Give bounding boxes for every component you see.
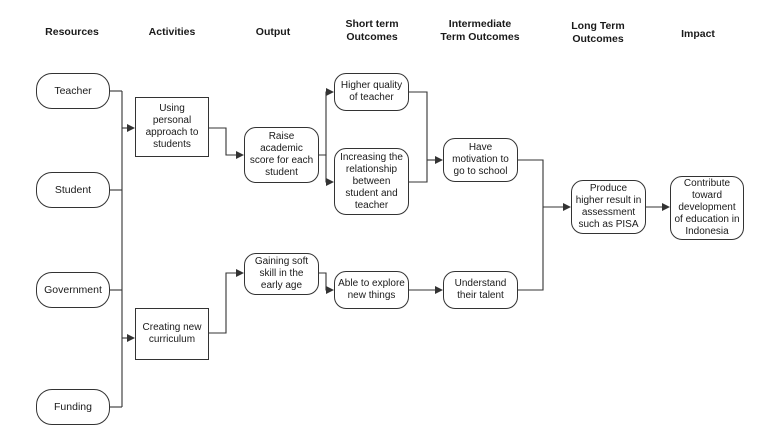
header-intermediate: Intermediate Term Outcomes <box>440 18 520 43</box>
resource-student: Student <box>36 172 110 208</box>
connector-talent <box>518 207 544 291</box>
short-term-teacher-quality: Higher quality of teacher <box>334 73 409 111</box>
output-academic-score: Raise academic score for each student <box>244 127 319 183</box>
header-resources: Resources <box>45 26 99 38</box>
activity-new-curriculum: Creating new curriculum <box>135 308 209 360</box>
resource-funding: Funding <box>36 389 110 425</box>
intermediate-talent: Understand their talent <box>443 271 518 309</box>
intermediate-motivation: Have motivation to go to school <box>443 138 518 182</box>
connector-motivation <box>518 159 544 207</box>
resource-teacher: Teacher <box>36 73 110 109</box>
short-term-relationship: Increasing the relationship between stud… <box>334 148 409 215</box>
arrow-academic-quality <box>319 88 334 156</box>
activity-personal-approach: Using personal approach to students <box>135 97 209 157</box>
header-long-term: Long Term Outcomes <box>571 20 625 45</box>
arrow-curriculum-softskill <box>209 269 244 334</box>
impact-contribute: Contribute toward development of educati… <box>670 176 744 240</box>
output-soft-skill: Gaining soft skill in the early age <box>244 253 319 295</box>
header-activities: Activities <box>148 26 196 38</box>
connector-relationship <box>409 160 428 183</box>
short-term-explore: Able to explore new things <box>334 271 409 309</box>
header-short-term: Short term Outcomes <box>345 18 399 43</box>
arrow-softskill-explore <box>319 272 334 294</box>
header-impact: Impact <box>681 28 715 40</box>
arrow-personal-academic <box>209 127 244 159</box>
connector-quality <box>409 91 428 160</box>
long-term-pisa: Produce higher result in assessment such… <box>571 180 646 234</box>
header-output: Output <box>255 26 291 38</box>
resource-government: Government <box>36 272 110 308</box>
arrow-academic-relationship <box>319 154 334 186</box>
